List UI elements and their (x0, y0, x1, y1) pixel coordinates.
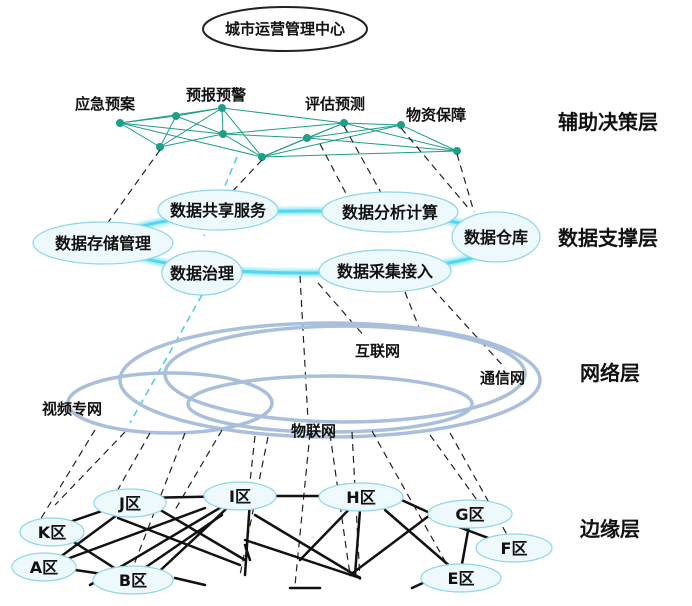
data-services: 数据共享服务 数据分析计算 数据存储管理 数据仓库 数据治理 数据采集接入 (32, 189, 541, 296)
zone-e-ellipse (420, 563, 502, 593)
governance-label: 数据治理 (170, 264, 234, 283)
sharing-label: 数据共享服务 (170, 201, 267, 220)
data-network-connectors (299, 275, 506, 421)
storage-ellipse (32, 221, 174, 265)
decision-nodes (116, 104, 461, 161)
zone-h-ellipse (318, 482, 404, 512)
forecast-warning-label: 预报预警 (186, 86, 246, 104)
layer-label-decision: 辅助决策层 (558, 110, 658, 134)
zone-k-label: K区 (38, 523, 66, 542)
zone-f-ellipse (475, 533, 553, 563)
zone-i-ellipse (203, 481, 277, 511)
zone-i-label: I区 (229, 487, 251, 506)
analysis-label: 数据分析计算 (342, 203, 438, 222)
iot-ring (186, 374, 474, 434)
storage-label: 数据存储管理 (55, 234, 151, 253)
zone-g-ellipse (427, 499, 513, 529)
zone-h-label: H区 (346, 488, 375, 507)
zone-j-label: J区 (118, 494, 141, 513)
internet-label: 互联网 (355, 342, 400, 360)
title-ellipse (202, 6, 368, 52)
layer-label-network: 网络层 (580, 361, 640, 385)
decision-node (303, 134, 311, 142)
zone-g-label: G区 (455, 505, 484, 524)
telecom-label: 通信网 (480, 369, 525, 387)
edge-zones: K区 J区 A区 B区 I区 H区 G区 F区 E区 (11, 481, 553, 595)
cyan-dashed-link (129, 294, 203, 424)
analysis-ellipse (321, 191, 459, 233)
zone-a-label: A区 (30, 558, 58, 577)
warehouse-ellipse (451, 211, 541, 263)
title-group: 城市运营管理中心 (202, 6, 368, 52)
zone-f-label: F区 (501, 539, 528, 558)
emergency-plan-label: 应急预案 (75, 95, 136, 113)
zone-j-ellipse (93, 488, 167, 518)
decision-node (156, 143, 164, 151)
sharing-ellipse (157, 189, 279, 231)
decision-node (219, 130, 227, 138)
iot-label: 物联网 (291, 422, 336, 440)
assessment-label: 评估预测 (305, 95, 365, 113)
decision-node (218, 104, 226, 112)
zone-e-label: E区 (448, 569, 475, 588)
supplies-label: 物资保障 (406, 106, 466, 124)
decision-node (397, 121, 405, 129)
decision-node (340, 119, 348, 127)
zone-k-ellipse (19, 517, 85, 547)
decision-node (116, 119, 124, 127)
zone-b-label: B区 (119, 571, 147, 590)
decision-node (258, 153, 266, 161)
layer-label-data-support: 数据支撑层 (558, 226, 658, 250)
collection-ellipse (318, 249, 452, 293)
title-label: 城市运营管理中心 (225, 20, 345, 38)
decision-node (453, 147, 461, 155)
decision-node (172, 112, 180, 120)
video-label: 视频专网 (42, 400, 102, 418)
video-ring (66, 371, 274, 435)
collection-label: 数据采集接入 (337, 262, 433, 281)
decision-network (119, 107, 458, 158)
telecom-ring (118, 321, 542, 439)
layer-label-edge: 边缘层 (579, 517, 640, 541)
warehouse-label: 数据仓库 (464, 228, 528, 247)
zone-a-ellipse (11, 552, 77, 582)
zone-b-ellipse (92, 565, 174, 595)
